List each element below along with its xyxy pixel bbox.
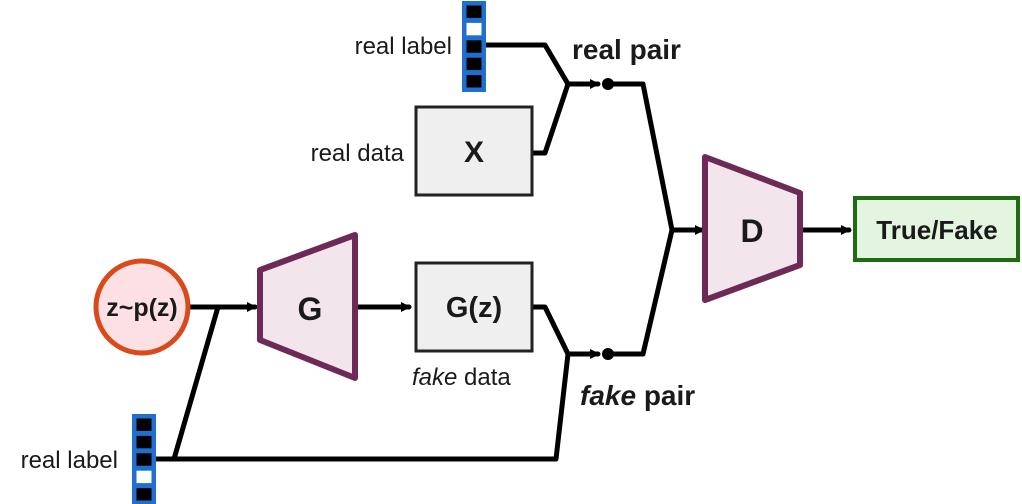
fake-pair-to-d-line bbox=[606, 227, 675, 357]
output-box bbox=[853, 196, 1020, 262]
noise-label: z~p(z) bbox=[106, 294, 178, 322]
discriminator-label: D bbox=[740, 213, 763, 249]
gz-to-fake-pair-line bbox=[529, 304, 571, 357]
generator-label: G bbox=[298, 291, 323, 327]
label-vector-top bbox=[462, 1, 486, 92]
fake-pair-italic: fake bbox=[580, 380, 636, 411]
real-label-to-real-pair-line bbox=[481, 42, 571, 87]
generated-data-box-label: G(z) bbox=[446, 292, 502, 324]
fake-data-text: fake data bbox=[412, 364, 511, 391]
label-vector-bottom-cell bbox=[136, 453, 152, 466]
fake-pair-text: fake pair bbox=[580, 380, 695, 411]
real-pair-to-d-line bbox=[606, 81, 675, 233]
fake-pair-rest: pair bbox=[636, 380, 695, 411]
fake-data-italic: fake bbox=[412, 364, 457, 391]
real-data-box-label: X bbox=[464, 136, 484, 169]
fake-pair-dot bbox=[602, 348, 614, 360]
real-label-to-fake-pair-line bbox=[171, 351, 571, 462]
generated-data-box bbox=[414, 261, 534, 353]
label-vector-top-cell bbox=[466, 57, 482, 71]
discriminator-trapezoid bbox=[702, 154, 803, 303]
real-label-to-g-line bbox=[171, 304, 221, 462]
label-vector-top-cell bbox=[466, 22, 482, 36]
label-vector-top-cell bbox=[466, 40, 482, 53]
real-label-bottom-text: real label bbox=[21, 447, 118, 474]
fake-data-rest: data bbox=[457, 364, 511, 391]
label-vector-top-cell bbox=[466, 75, 482, 88]
label-vector-bottom bbox=[132, 414, 156, 504]
real-pair-text: real pair bbox=[572, 34, 681, 65]
label-vector-bottom-cell bbox=[136, 470, 152, 484]
label-vector-bottom-cell bbox=[136, 488, 152, 501]
output-label: True/Fake bbox=[876, 215, 997, 245]
label-vector-top-cell bbox=[466, 5, 482, 18]
generator-trapezoid bbox=[257, 232, 358, 381]
real-data-to-real-pair-line bbox=[529, 81, 571, 156]
real-data-box bbox=[414, 105, 534, 197]
label-vector-bottom-cell bbox=[136, 418, 152, 431]
real-data-text: real data bbox=[311, 140, 405, 167]
label-vector-bottom-cell bbox=[136, 435, 152, 449]
noise-node bbox=[93, 258, 191, 356]
real-label-top-text: real label bbox=[355, 33, 452, 60]
real-pair-dot bbox=[602, 78, 614, 90]
